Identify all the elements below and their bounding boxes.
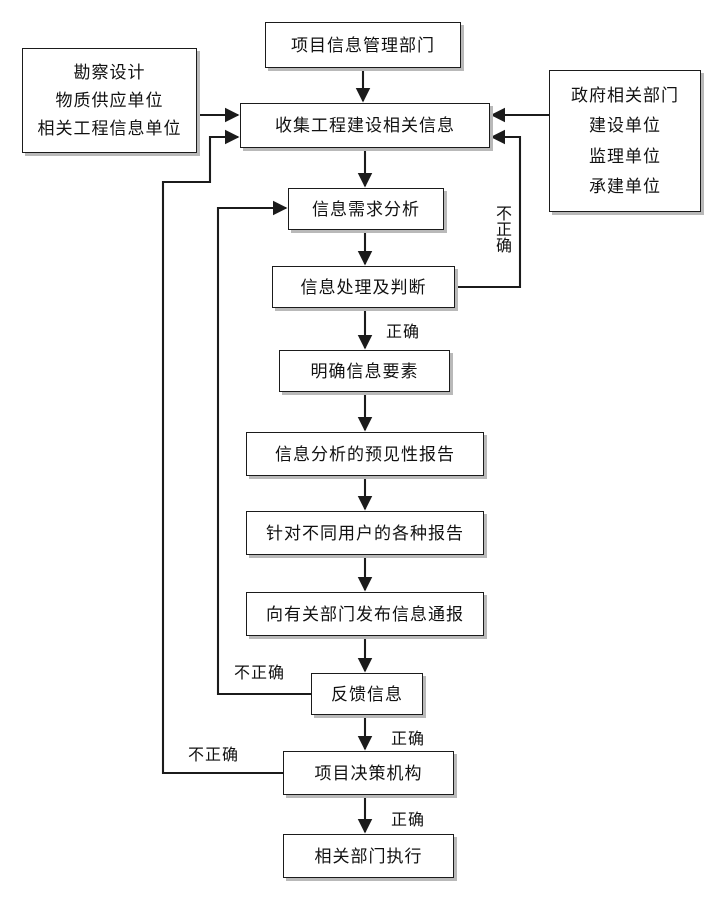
node-publish-bulletin-label: 向有关部门发布信息通报 xyxy=(266,604,464,624)
connector-decision-incorrect-to-collect xyxy=(161,129,283,775)
node-sources-right-line-1: 政府相关部门 xyxy=(571,85,679,105)
node-process-judge-label: 信息处理及判断 xyxy=(300,277,427,297)
edge-label-correct-feedback: 正确 xyxy=(391,731,426,748)
edge-label-incorrect-feedback: 不正确 xyxy=(234,665,286,682)
node-feedback-info-label: 反馈信息 xyxy=(331,684,403,704)
node-departments-execute[interactable]: 相关部门执行 xyxy=(283,834,454,878)
node-sources-left-line-3: 相关工程信息单位 xyxy=(37,119,182,139)
node-predictive-report-label: 信息分析的预见性报告 xyxy=(275,444,455,464)
node-process-judge[interactable]: 信息处理及判断 xyxy=(272,266,455,308)
node-user-reports[interactable]: 针对不同用户的各种报告 xyxy=(246,511,484,555)
node-sources-right-line-3: 监理单位 xyxy=(589,146,661,166)
node-departments-execute-label: 相关部门执行 xyxy=(314,846,423,866)
node-sources-right-line-2: 建设单位 xyxy=(589,116,661,136)
node-collect-info[interactable]: 收集工程建设相关信息 xyxy=(240,103,490,148)
edge-label-incorrect-decision: 不正确 xyxy=(188,747,240,764)
node-info-dept-label: 项目信息管理部门 xyxy=(291,35,435,55)
node-sources-right[interactable]: 政府相关部门 建设单位 监理单位 承建单位 xyxy=(549,70,701,212)
node-decision-body-label: 项目决策机构 xyxy=(314,763,423,783)
node-sources-right-line-4: 承建单位 xyxy=(589,177,661,197)
node-publish-bulletin[interactable]: 向有关部门发布信息通报 xyxy=(246,592,484,636)
connector-process-incorrect-to-collect xyxy=(455,129,522,289)
node-collect-info-label: 收集工程建设相关信息 xyxy=(275,116,455,135)
node-decision-body[interactable]: 项目决策机构 xyxy=(283,751,454,795)
edge-label-correct-decision: 正确 xyxy=(391,812,426,829)
node-predictive-report[interactable]: 信息分析的预见性报告 xyxy=(246,432,484,476)
node-define-elements[interactable]: 明确信息要素 xyxy=(279,350,450,392)
node-sources-left-line-2: 物质供应单位 xyxy=(55,90,164,110)
node-demand-analysis-label: 信息需求分析 xyxy=(312,199,420,219)
node-define-elements-label: 明确信息要素 xyxy=(310,361,419,381)
edge-label-correct-process: 正确 xyxy=(386,324,421,341)
node-sources-left[interactable]: 勘察设计 物质供应单位 相关工程信息单位 xyxy=(22,48,197,153)
node-sources-left-line-1: 勘察设计 xyxy=(73,62,146,82)
node-demand-analysis[interactable]: 信息需求分析 xyxy=(288,188,444,230)
node-user-reports-label: 针对不同用户的各种报告 xyxy=(266,523,464,543)
node-feedback-info[interactable]: 反馈信息 xyxy=(311,673,423,715)
connector-feedback-incorrect-to-demand xyxy=(216,200,311,696)
edge-label-incorrect-process: 不正确 xyxy=(493,205,510,253)
node-info-dept[interactable]: 项目信息管理部门 xyxy=(265,22,461,68)
